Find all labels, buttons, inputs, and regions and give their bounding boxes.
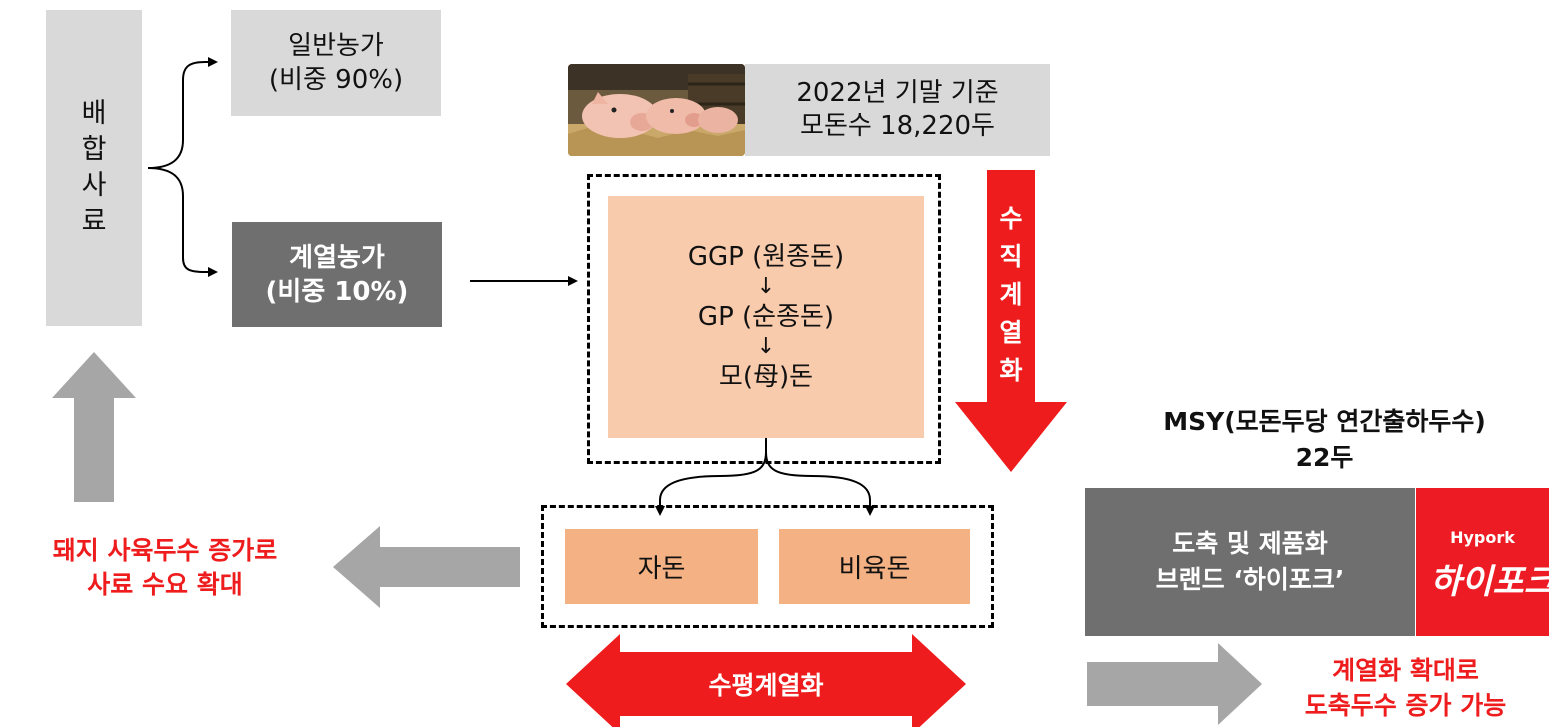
expansion-text: 계열화 확대로 도축두수 증가 가능 (1262, 648, 1549, 727)
sow-count-basis: 2022년 기말 기준 (796, 78, 999, 108)
vertical-integration-label: 수 직 계 열 화 (987, 190, 1035, 400)
breeding-arrow-2: ↓ (756, 334, 776, 359)
offspring-frame (541, 505, 994, 628)
msy-value: 22두 (1295, 443, 1354, 472)
feed-demand-up-arrow (52, 352, 136, 502)
feed-char-1: 배 (81, 98, 107, 129)
horizontal-integration-arrow (566, 634, 966, 727)
msy-label: MSY(모돈두당 연간출하두수) (1163, 407, 1486, 436)
feed-box: 배 합 사 료 (46, 10, 142, 326)
finisher-label: 비육돈 (838, 554, 911, 584)
demand-line-1: 돼지 사육두수 증가로 (52, 536, 278, 565)
vertical-char-3: 계 (999, 280, 1023, 309)
demand-text: 돼지 사육두수 증가로 사료 수요 확대 (0, 530, 330, 606)
demand-line-2: 사료 수요 확대 (87, 570, 243, 599)
brand-box: 도축 및 제품화 브랜드 ‘하이포크’ (1085, 488, 1415, 636)
feed-char-2: 합 (81, 134, 107, 165)
msy-text: MSY(모돈두당 연간출하두수) 22두 (1100, 400, 1549, 480)
expansion-line-2: 도축두수 증가 가능 (1304, 690, 1507, 720)
expansion-line-1: 계열화 확대로 (1332, 655, 1479, 685)
sow-count-value: 모돈수 18,220두 (800, 111, 995, 141)
brand-line-1: 도축 및 제품화 (1172, 529, 1328, 558)
integrated-farm-box: 계열농가 (비중 10%) (232, 222, 442, 327)
feed-char-4: 료 (81, 206, 107, 237)
breeding-arrow-1: ↓ (756, 274, 776, 299)
breeding-box: GGP (원종돈) ↓ GP (순종돈) ↓ 모(母)돈 (608, 196, 924, 438)
demand-left-arrow (333, 526, 520, 608)
horizontal-integration-text: 수평계열화 (708, 671, 824, 700)
integrated-farm-label: 계열농가 (289, 242, 385, 273)
vertical-char-1: 수 (999, 204, 1023, 233)
vertical-integration-arrow (955, 170, 1067, 472)
gp-label: GP (순종돈) (697, 302, 835, 332)
sow-count-box: 2022년 기말 기준 모돈수 18,220두 (745, 64, 1050, 156)
piglet-label: 자돈 (637, 554, 686, 584)
pig-photo (568, 64, 745, 156)
sow-label: 모(母)돈 (718, 362, 814, 392)
integrated-farm-share: (비중 10%) (265, 276, 409, 307)
sow-to-finisher-arrow (765, 451, 875, 516)
horizontal-integration-label: 수평계열화 (620, 658, 912, 710)
pig-illustration (568, 64, 745, 156)
general-farm-share: (비중 90%) (268, 65, 404, 95)
hypork-logo-en: Hypork (1450, 528, 1515, 547)
feed-char-3: 사 (81, 170, 107, 201)
ggp-label: GGP (원종돈) (687, 242, 845, 272)
piglet-box: 자돈 (565, 529, 758, 604)
bracket-upper-arrow (147, 57, 218, 169)
bracket-lower-arrow (147, 167, 218, 277)
general-farm-label: 일반농가 (288, 31, 384, 61)
hypork-logo-kr: 하이포크 (1430, 562, 1549, 602)
vertical-char-4: 열 (999, 318, 1023, 347)
expansion-right-arrow (1087, 643, 1262, 725)
brand-line-2: 브랜드 ‘하이포크’ (1155, 565, 1345, 594)
vertical-char-5: 화 (999, 356, 1023, 385)
sow-to-piglet-arrow (655, 438, 767, 516)
general-farm-box: 일반농가 (비중 90%) (231, 10, 441, 116)
hypork-logo: Hypork 하이포크 (1416, 488, 1549, 636)
finisher-box: 비육돈 (779, 529, 970, 604)
vertical-char-2: 직 (999, 242, 1023, 271)
